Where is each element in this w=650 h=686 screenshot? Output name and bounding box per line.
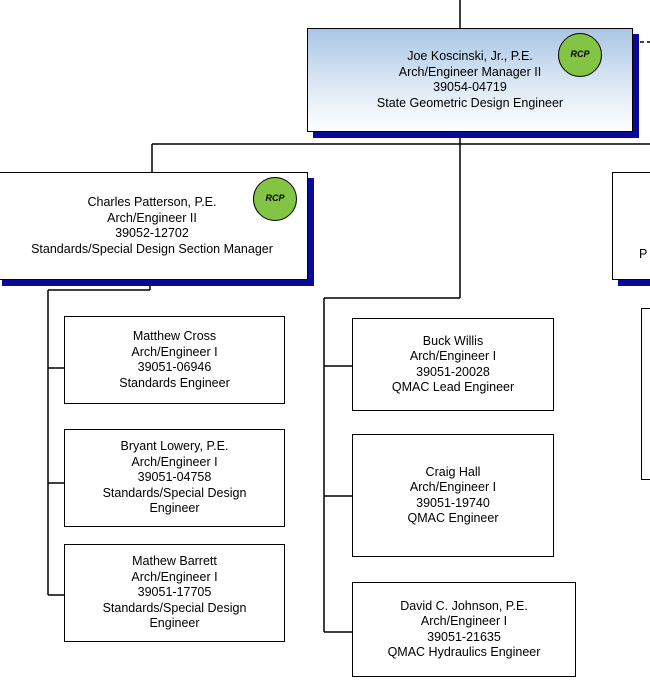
top-manager-title: Arch/Engineer Manager II xyxy=(398,64,542,79)
section-manager-role: Standards/Special Design Section Manager xyxy=(31,241,273,256)
top-manager-card[interactable]: Joe Koscinski, Jr., P.E. Arch/Engineer M… xyxy=(307,28,633,132)
staff-position: 39051-17705 xyxy=(137,585,212,600)
right-staff-card[interactable] xyxy=(641,308,650,480)
staff-position: 39051-21635 xyxy=(427,629,501,644)
top-manager-role: State Geometric Design Engineer xyxy=(376,95,564,110)
staff-card-bryant-lowery[interactable]: Bryant Lowery, P.E. Arch/Engineer I 3905… xyxy=(64,429,285,527)
staff-name: David C. Johnson, P.E. xyxy=(400,598,528,613)
staff-role: QMAC Hydraulics Engineer xyxy=(387,645,541,659)
section-manager-title: Arch/Engineer II xyxy=(107,210,197,225)
staff-title: Arch/Engineer I xyxy=(131,454,218,469)
staff-card-mathew-barrett[interactable]: Mathew Barrett Arch/Engineer I 39051-177… xyxy=(64,544,285,642)
staff-position: 39051-19740 xyxy=(416,495,490,510)
staff-position: 39051-20028 xyxy=(416,364,490,379)
staff-position: 39051-06946 xyxy=(137,360,212,374)
rcp-badge: RCP xyxy=(558,33,602,77)
staff-name: Mathew Barrett xyxy=(132,554,217,569)
rcp-badge: RCP xyxy=(253,177,297,221)
staff-name: Craig Hall xyxy=(425,464,481,479)
section-manager-name: Charles Patterson, P.E. xyxy=(87,195,217,209)
staff-role: Standards/Special Design Engineer xyxy=(102,485,247,516)
staff-card-david-johnson[interactable]: David C. Johnson, P.E. Arch/Engineer I 3… xyxy=(352,582,576,677)
staff-name: Matthew Cross xyxy=(132,329,217,343)
staff-card-buck-willis[interactable]: Buck Willis Arch/Engineer I 39051-20028 … xyxy=(352,318,554,411)
staff-role: Standards Engineer xyxy=(119,375,230,390)
top-manager-position: 39054-04719 xyxy=(433,80,507,94)
staff-title: Arch/Engineer I xyxy=(409,349,497,363)
right-manager-text-fragment: P xyxy=(639,247,648,261)
staff-title: Arch/Engineer I xyxy=(409,480,497,494)
staff-card-craig-hall[interactable]: Craig Hall Arch/Engineer I 39051-19740 Q… xyxy=(352,434,554,557)
section-manager-card[interactable]: Charles Patterson, P.E. Arch/Engineer II… xyxy=(0,172,308,280)
right-manager-card[interactable]: P xyxy=(612,172,650,280)
staff-title: Arch/Engineer I xyxy=(131,569,218,584)
staff-card-matthew-cross[interactable]: Matthew Cross Arch/Engineer I 39051-0694… xyxy=(64,316,285,404)
staff-name: Buck Willis xyxy=(422,333,484,348)
staff-name: Bryant Lowery, P.E. xyxy=(120,439,229,454)
staff-title: Arch/Engineer I xyxy=(420,614,508,628)
staff-role: Standards/Special Design Engineer xyxy=(102,600,247,631)
top-manager-name: Joe Koscinski, Jr., P.E. xyxy=(407,49,533,63)
staff-title: Arch/Engineer I xyxy=(131,344,218,359)
staff-position: 39051-04758 xyxy=(137,470,212,485)
section-manager-position: 39052-12702 xyxy=(115,226,189,240)
staff-role: QMAC Engineer xyxy=(407,511,499,525)
staff-role: QMAC Lead Engineer xyxy=(391,380,515,394)
